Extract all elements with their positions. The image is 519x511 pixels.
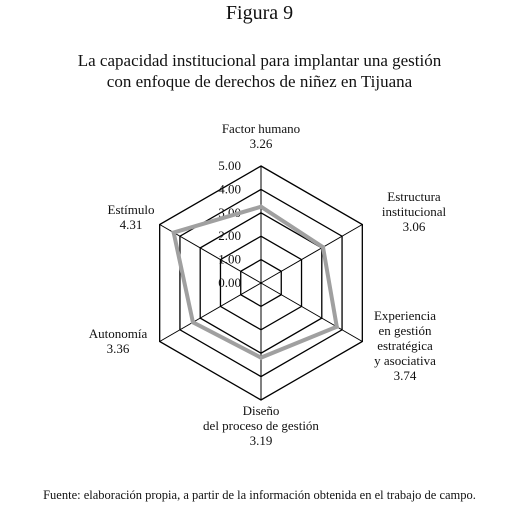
axis-label: y asociativa (374, 353, 436, 368)
title-line: La capacidad institucional para implanta… (77, 51, 442, 70)
axis-value-label: 3.26 (250, 136, 273, 151)
series-line (171, 204, 340, 360)
axis-value-label: 3.19 (250, 433, 273, 448)
data-point (334, 324, 339, 329)
figure-label: Figura 9 (225, 2, 294, 24)
data-point (321, 245, 326, 250)
axis-spoke (260, 282, 363, 342)
tick-label: 2.00 (218, 228, 241, 243)
chart-title: La capacidad institucional para implanta… (0, 50, 519, 92)
axis-label: institucional (382, 204, 447, 219)
axis-label: del proceso de gestión (203, 418, 319, 433)
axis-label: Estructura (387, 189, 441, 204)
axis-value-label: 3.06 (403, 219, 426, 234)
source-note: Fuente: elaboración propia, a partir de … (43, 488, 476, 502)
data-point (259, 204, 263, 209)
axis-label: Factor humano (222, 121, 300, 136)
tick-label: 1.00 (218, 252, 241, 267)
axis-label: en gestión (378, 323, 432, 338)
data-point (171, 230, 176, 235)
axis-label: Estímulo (108, 202, 155, 217)
data-point (190, 320, 195, 325)
axis-label: Autonomía (89, 326, 148, 341)
axis-value-label: 3.74 (394, 368, 417, 383)
data-point (259, 355, 263, 360)
axis-label: estratégica (377, 338, 433, 353)
axis-spoke (159, 224, 262, 284)
axis-value-label: 4.31 (120, 217, 143, 232)
tick-label: 5.00 (218, 158, 241, 173)
axis-label: Diseño (243, 403, 280, 418)
title-line: con enfoque de derechos de niñez en Tiju… (106, 72, 413, 91)
axis-value-label: 3.36 (107, 341, 130, 356)
tick-label: 0.00 (218, 275, 241, 290)
axis-spoke (159, 282, 262, 342)
tick-label: 4.00 (218, 181, 241, 196)
axis-label: Experiencia (374, 308, 436, 323)
axis-spoke (260, 224, 363, 284)
